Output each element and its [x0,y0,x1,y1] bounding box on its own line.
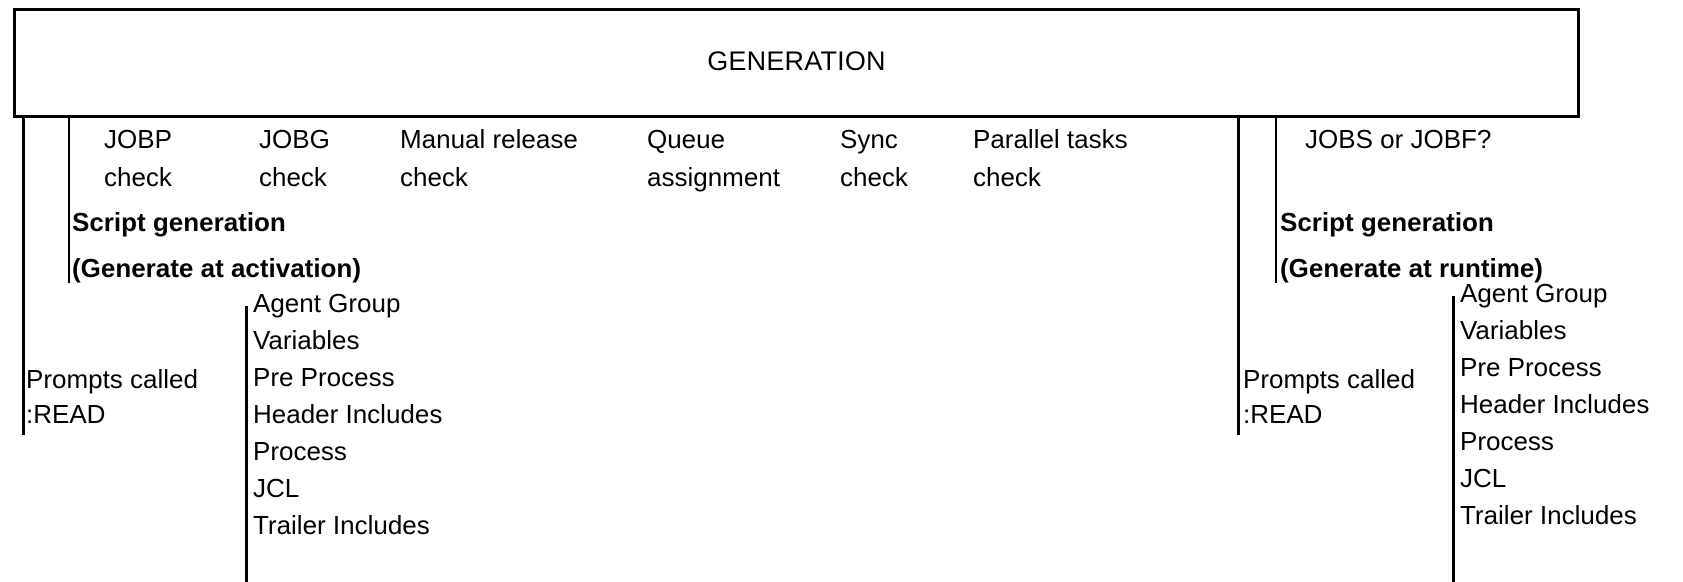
list-item: Agent Group [1460,278,1608,308]
left-script-generation-heading-line1: Script generation [72,207,286,237]
list-item: Header Includes [1460,389,1650,419]
left-item-list-line [245,306,248,582]
list-item: JCL [253,473,300,503]
left-script-items-list: Agent Group Variables Pre Process Header… [253,285,442,544]
stage-sublabel-manual-release-check: check [400,162,468,192]
stage-sublabel-jobp-check: check [104,162,172,192]
stage-label-jobg-check: JOBG [259,124,330,154]
right-prompts-called-line2: :READ [1243,399,1323,429]
right-script-generation-heading-line2: (Generate at runtime) [1280,253,1543,283]
right-script-items-list: Agent Group Variables Pre Process Header… [1460,275,1649,534]
stage-sublabel-jobg-check: check [259,162,327,192]
list-item: Process [1460,426,1554,456]
list-item: Process [253,436,347,466]
stage-sublabel-sync-check: check [840,162,908,192]
list-item: Trailer Includes [1460,500,1637,530]
list-item: Pre Process [253,362,395,392]
list-item: Variables [253,325,360,355]
list-item: Agent Group [253,288,401,318]
stage-label-queue-assignment: Queue [647,124,726,154]
right-jobs-or-jobf-question: JOBS or JOBF? [1305,124,1492,154]
stage-label-jobp-check: JOBP [104,124,172,154]
right-inner-connector-line [1275,117,1277,283]
left-inner-connector-line [68,117,70,283]
generation-title: GENERATION [707,46,886,76]
right-script-generation-heading-line1: Script generation [1280,207,1494,237]
list-item: Header Includes [253,399,443,429]
stage-sublabel-parallel-tasks-check: check [973,162,1041,192]
stage-sublabel-queue-assignment: assignment [647,162,780,192]
generation-box: GENERATION [13,8,1580,118]
stage-label-manual-release-check: Manual release [400,124,578,154]
left-outer-connector-line [22,117,25,435]
left-script-generation-heading-line2: (Generate at activation) [72,253,361,283]
right-prompts-called-line1: Prompts called [1243,364,1415,394]
stage-label-parallel-tasks-check: Parallel tasks [973,124,1128,154]
right-outer-connector-line [1237,117,1240,435]
list-item: Variables [1460,315,1567,345]
list-item: JCL [1460,463,1507,493]
left-prompts-called-line2: :READ [26,399,106,429]
right-item-list-line [1452,296,1455,582]
stage-label-sync-check: Sync [840,124,898,154]
left-prompts-called-line1: Prompts called [26,364,198,394]
list-item: Pre Process [1460,352,1602,382]
list-item: Trailer Includes [253,510,430,540]
